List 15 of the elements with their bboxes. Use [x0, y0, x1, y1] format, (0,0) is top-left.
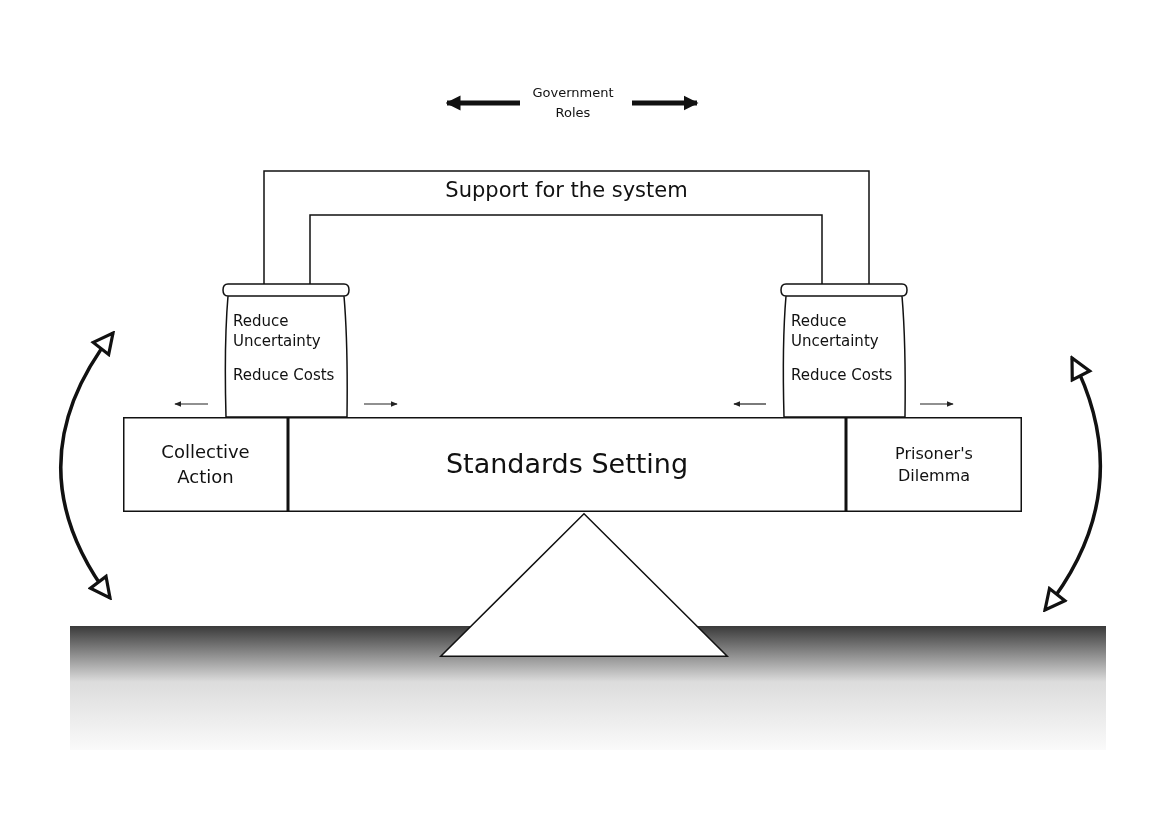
- beam-section: [123, 417, 288, 512]
- pillar-text: Reduce Uncertainty: [233, 311, 322, 352]
- fulcrum-triangle: [440, 513, 728, 657]
- beam-section: [846, 417, 1022, 512]
- pillar-text: Reduce Uncertainty: [791, 311, 880, 352]
- pillar-text: Reduce Costs: [791, 364, 894, 385]
- pillar: [222, 283, 350, 417]
- pillar: [780, 283, 908, 417]
- beam-text: Standards Setting: [444, 447, 690, 482]
- pillar-text: Reduce Costs: [233, 364, 336, 385]
- bridge-text: Support for the system: [444, 177, 689, 204]
- beam-text: Prisoner's Dilemma: [894, 442, 974, 487]
- caption-text: Government Roles: [531, 84, 615, 122]
- beam-text: Collective Action: [160, 440, 251, 489]
- beam-section: [288, 417, 846, 512]
